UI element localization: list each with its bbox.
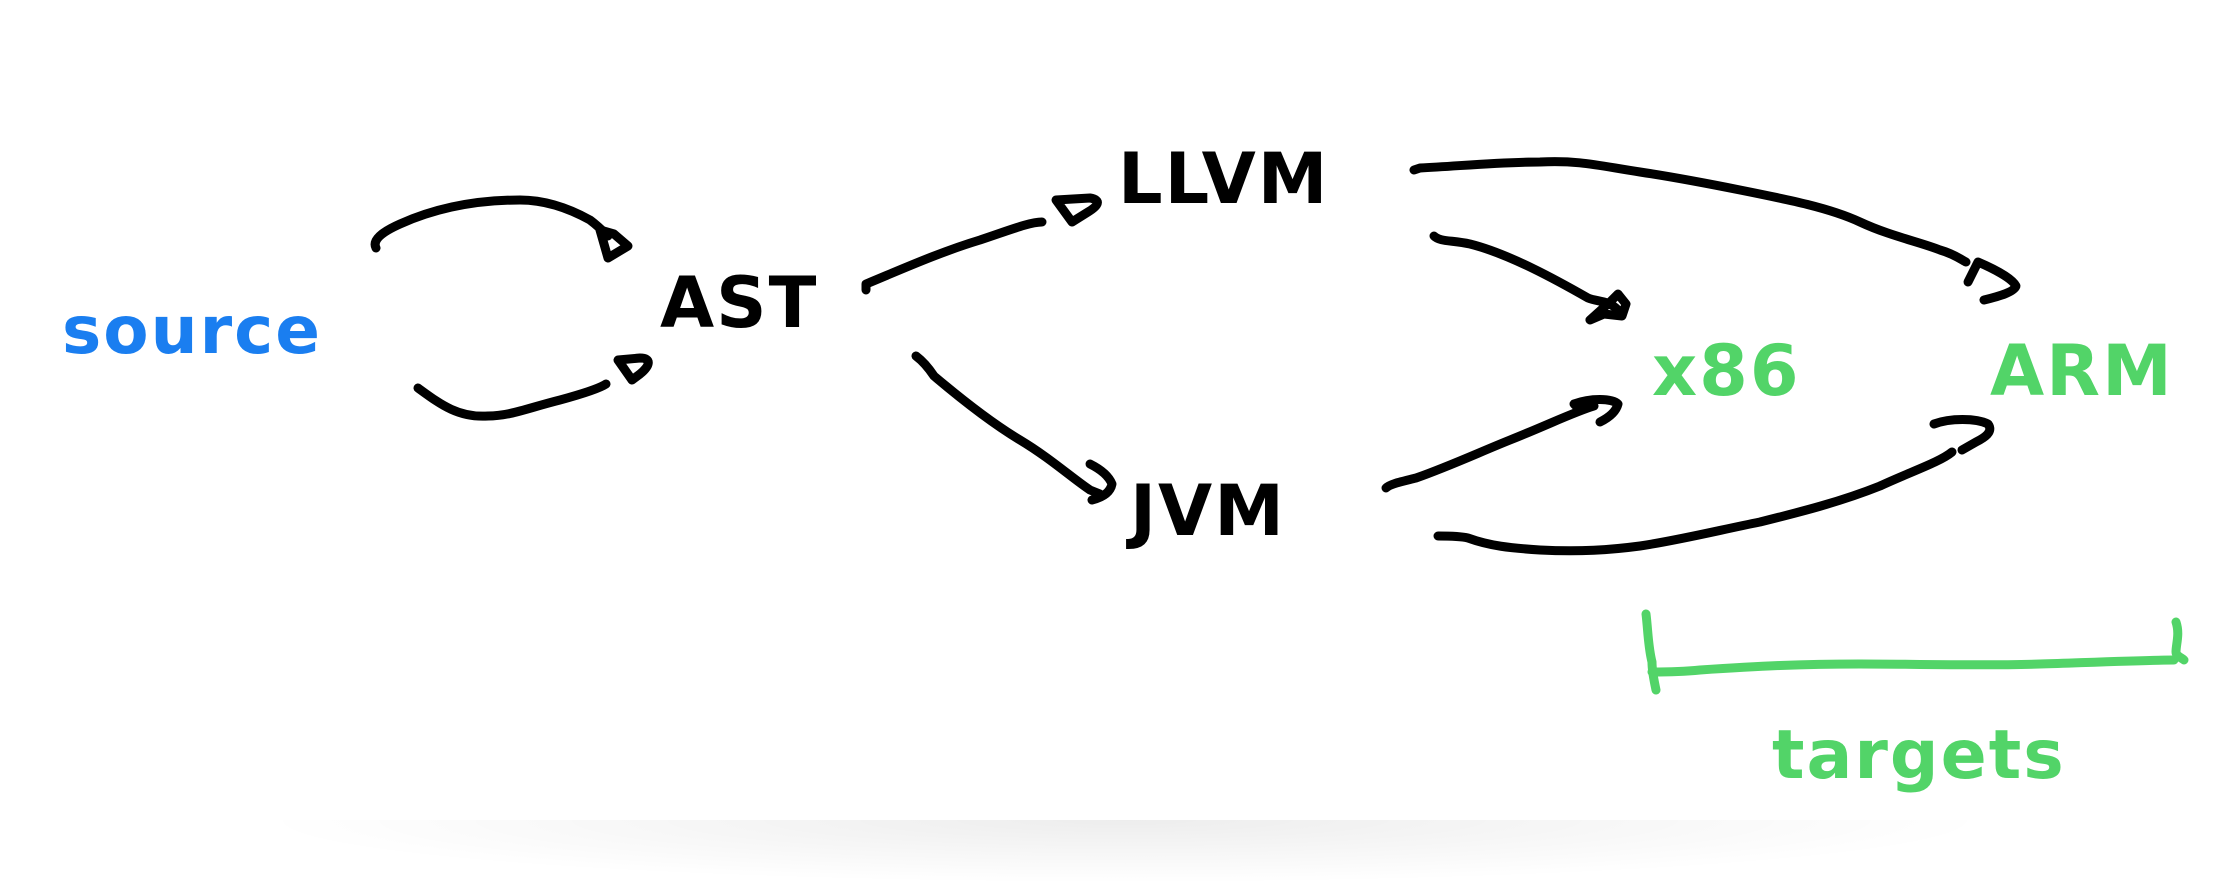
edge-source-to-ast-lower bbox=[413, 353, 653, 421]
edge-llvm-to-arm bbox=[1409, 157, 2021, 305]
arrowhead bbox=[1085, 459, 1117, 505]
edge-jvm-to-arm bbox=[1433, 415, 1995, 556]
edge-ast-to-jvm bbox=[911, 351, 1117, 505]
node-x86: x86 bbox=[1652, 330, 1801, 412]
arrowhead bbox=[1051, 193, 1102, 227]
arrowhead bbox=[1929, 415, 1995, 455]
arrowhead bbox=[595, 225, 633, 263]
node-source: source bbox=[62, 292, 323, 369]
edge-jvm-to-x86 bbox=[1381, 395, 1623, 493]
arrowhead bbox=[1569, 395, 1623, 427]
targets-bracket bbox=[1641, 609, 2189, 695]
arrowhead bbox=[1585, 289, 1631, 325]
group-label-targets: targets bbox=[1772, 716, 2066, 795]
node-ast: AST bbox=[660, 262, 819, 344]
node-llvm: LLVM bbox=[1118, 138, 1330, 220]
node-jvm: JVM bbox=[1130, 470, 1286, 552]
node-arm: ARM bbox=[1990, 330, 2174, 412]
arrowhead bbox=[1963, 257, 2021, 305]
arrowhead bbox=[613, 353, 653, 385]
edge-llvm-to-x86 bbox=[1429, 231, 1631, 325]
edge-ast-to-llvm bbox=[861, 193, 1102, 295]
edge-source-to-ast-upper bbox=[370, 195, 633, 263]
